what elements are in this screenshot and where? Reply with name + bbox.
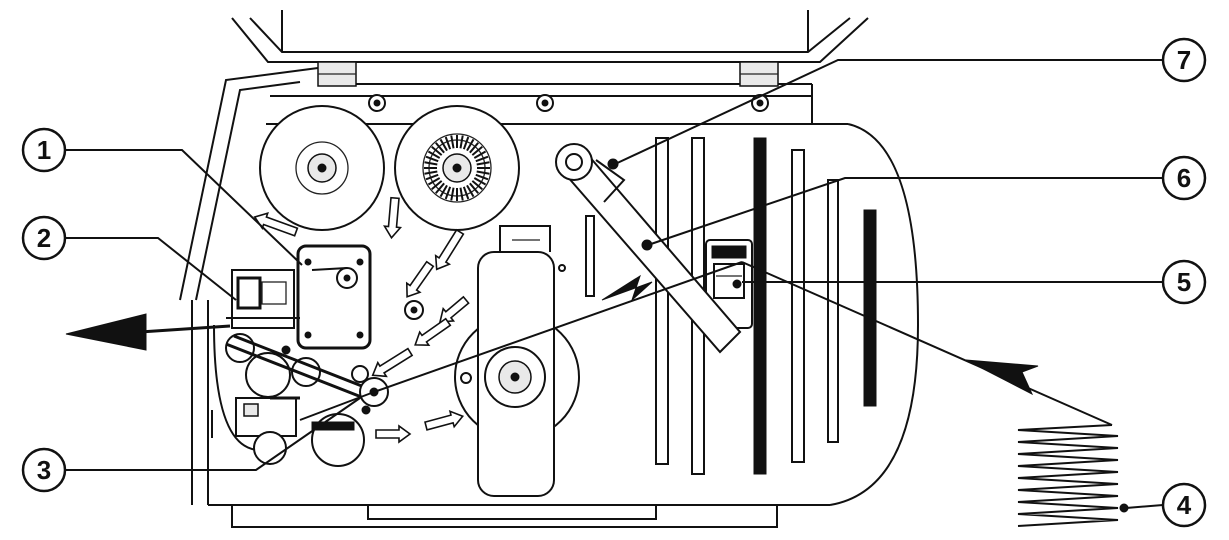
callout-leaders: [66, 59, 1164, 509]
ribbon-takeup-roll: [394, 105, 520, 231]
label-supply-holder: [454, 225, 580, 497]
callout-7: 7: [1161, 37, 1207, 83]
printer-lid: [231, 10, 869, 63]
print-head-assembly: [296, 244, 372, 350]
fanfold-label-stack: [1017, 424, 1129, 527]
ribbon-supply-roll: [259, 105, 385, 231]
callout-5: 5: [1161, 259, 1207, 305]
ribbon-path-arrows: [253, 196, 470, 444]
callout-3-label: 3: [37, 455, 51, 485]
label-web-path: [299, 261, 1113, 426]
callout-3: 3: [21, 447, 67, 493]
tear-off-mechanics: [213, 269, 321, 465]
deflection-roller: [404, 300, 424, 320]
callout-2: 2: [21, 215, 67, 261]
housing-screws: [368, 94, 769, 112]
callout-4-label: 4: [1177, 490, 1192, 520]
callout-6-label: 6: [1177, 163, 1191, 193]
lid-hinges: [317, 61, 779, 87]
label-output-arrow: [65, 313, 231, 351]
callout-7-label: 7: [1177, 45, 1191, 75]
printer-housing: [179, 67, 920, 528]
callout-2-label: 2: [37, 223, 51, 253]
callout-1: 1: [21, 127, 67, 173]
callout-6: 6: [1161, 155, 1207, 201]
callout-4: 4: [1161, 482, 1207, 528]
callout-5-label: 5: [1177, 267, 1191, 297]
callout-1-label: 1: [37, 135, 51, 165]
tension-lever: [555, 143, 742, 354]
platen-roller: [311, 413, 365, 467]
rear-slot-panel: [585, 137, 877, 475]
